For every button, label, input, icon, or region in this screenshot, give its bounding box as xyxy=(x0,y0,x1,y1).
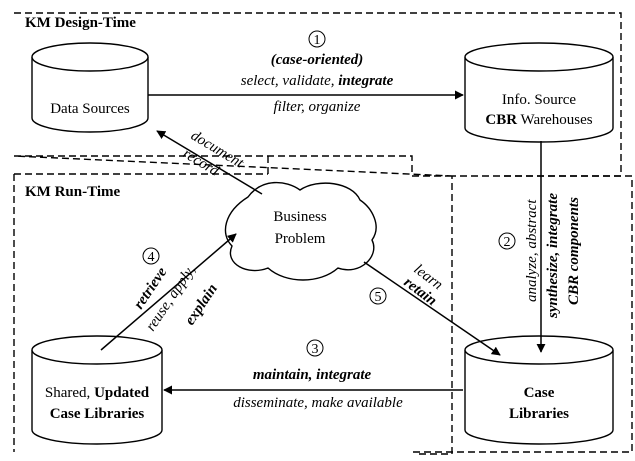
right-boundary xyxy=(410,175,633,453)
step2-line2: synthesize, integrate xyxy=(545,193,561,319)
step4-line3: explain xyxy=(182,281,221,328)
data-sources-cylinder: Data Sources xyxy=(31,42,149,133)
run-time-boundary xyxy=(13,156,269,452)
step5-number: 5 xyxy=(369,287,387,305)
case-label-line2: Libraries xyxy=(509,406,569,422)
step3-number: 3 xyxy=(306,339,324,357)
svg-text:5: 5 xyxy=(375,290,382,305)
data-sources-label: Data Sources xyxy=(50,101,130,117)
step4-number: 4 xyxy=(142,247,160,265)
svg-text:2: 2 xyxy=(504,235,511,250)
svg-text:4: 4 xyxy=(148,250,155,265)
step2-number: 2 xyxy=(498,232,516,250)
arrow-feedback xyxy=(156,130,263,195)
shared-label-line2: Case Libraries xyxy=(50,406,145,422)
design-time-label: KM Design-Time xyxy=(25,15,136,31)
svg-text:3: 3 xyxy=(312,342,319,357)
step2-line1: analyze, abstract xyxy=(524,199,540,302)
run-time-label: KM Run-Time xyxy=(25,184,120,200)
arrow-step5 xyxy=(363,261,501,356)
design-time-boundary xyxy=(13,12,622,455)
svg-text:1: 1 xyxy=(314,33,321,48)
warehouse-cylinder: Info. Source CBR Warehouses xyxy=(464,42,614,143)
step3-line1: maintain, integrate xyxy=(253,367,372,383)
shared-label-line1: Shared, Updated xyxy=(45,385,150,401)
case-label-line1: Case xyxy=(524,385,555,401)
warehouse-label-line2: CBR Warehouses xyxy=(485,112,592,128)
business-problem-cloud: Business Problem xyxy=(224,181,377,281)
shared-libraries-cylinder: Shared, Updated Case Libraries xyxy=(31,335,163,445)
step1-line3: filter, organize xyxy=(274,99,361,115)
business-label-line1: Business xyxy=(273,209,327,225)
case-libraries-cylinder: Case Libraries xyxy=(464,335,614,445)
warehouse-label-line1: Info. Source xyxy=(502,92,576,108)
step1-number: 1 xyxy=(308,30,326,48)
business-label-line2: Problem xyxy=(275,231,326,247)
arrow-step4 xyxy=(100,233,237,351)
step1-line1: (case-oriented) xyxy=(271,52,363,68)
step2-line3: CBR components xyxy=(566,197,582,305)
step1-line2: select, validate, integrate xyxy=(241,73,394,89)
step3-line2: disseminate, make available xyxy=(233,395,403,411)
